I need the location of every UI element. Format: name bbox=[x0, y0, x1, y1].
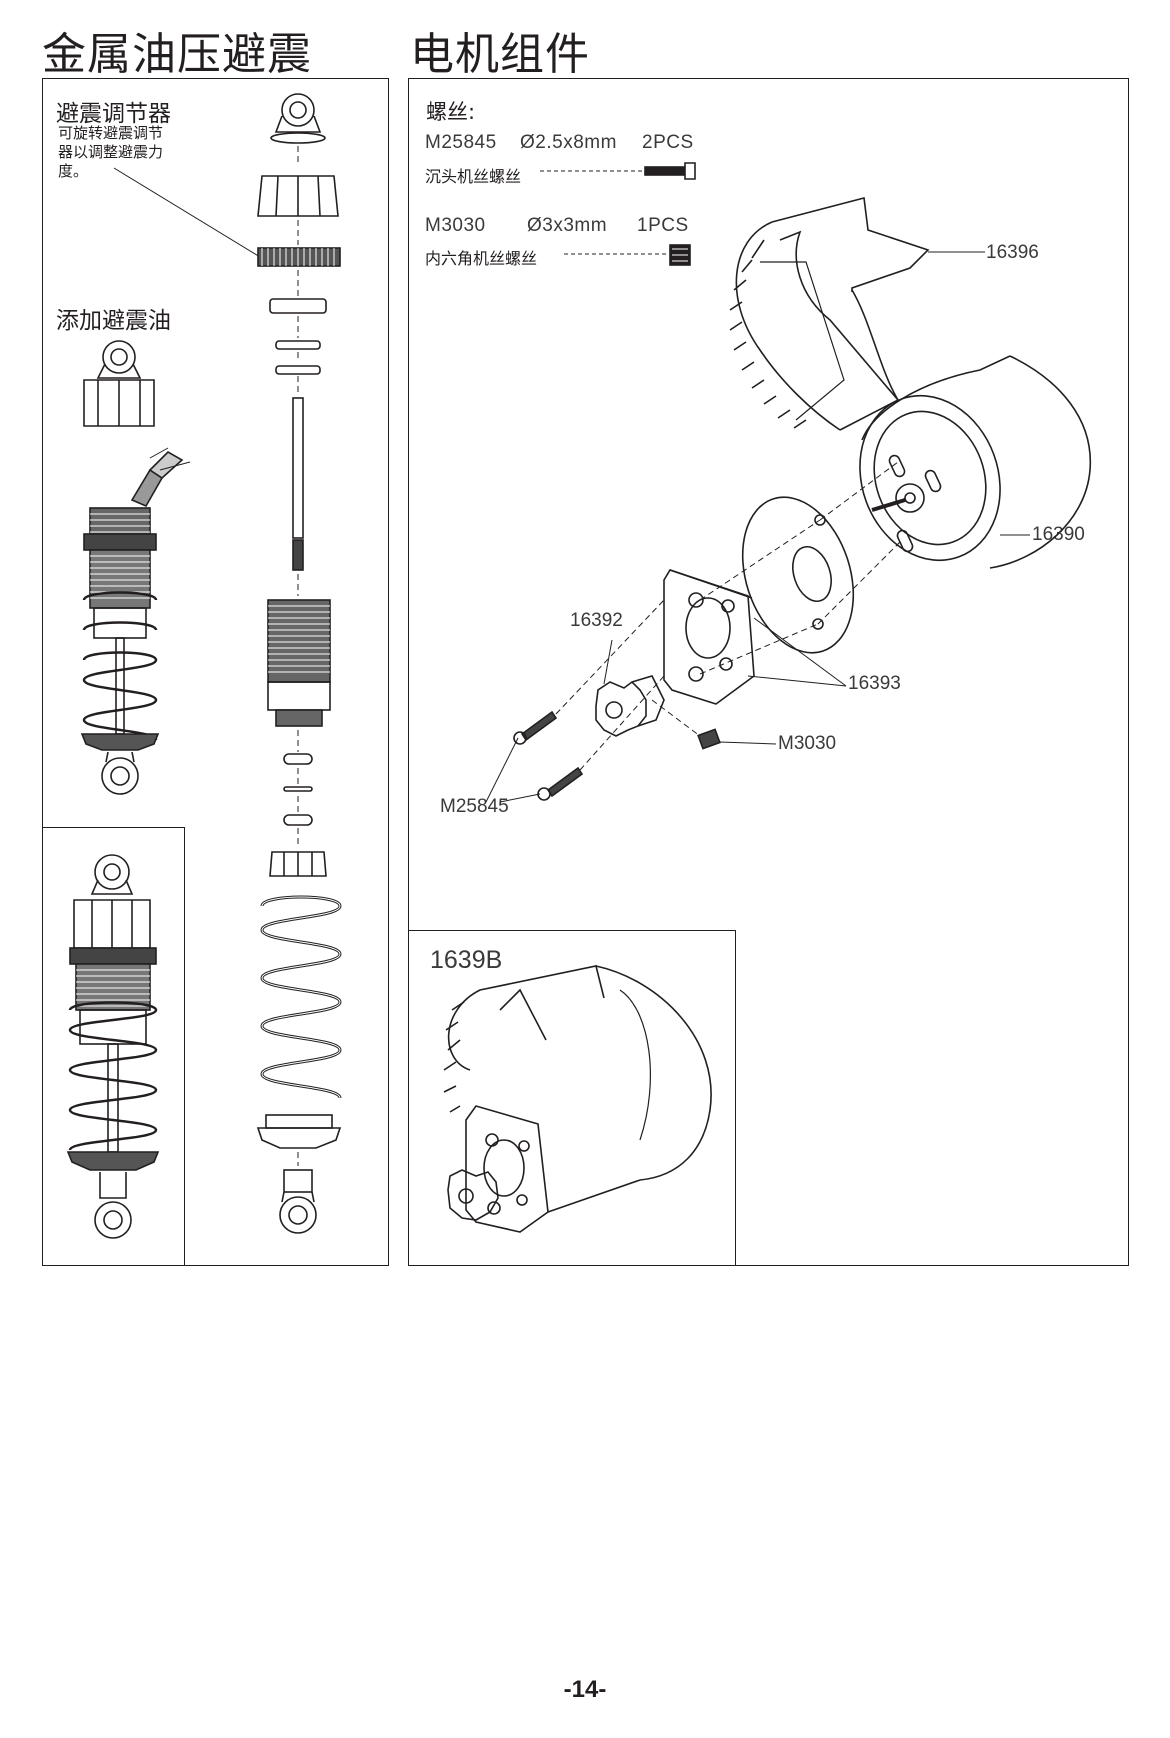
screw-1-qty: 2PCS bbox=[642, 132, 694, 153]
screw-2-code: M3030 bbox=[425, 215, 486, 236]
page-number: -14- bbox=[563, 1676, 607, 1703]
motor-mount bbox=[663, 569, 847, 705]
shock-panel bbox=[42, 78, 389, 1266]
heatsink bbox=[729, 196, 985, 431]
motor-panel bbox=[408, 78, 1129, 1266]
add-oil-heading: 添加避震油 bbox=[56, 308, 171, 334]
set-screw bbox=[697, 728, 777, 750]
adjuster-desc-line-3: 度。 bbox=[58, 162, 89, 180]
callout-pinion: 16392 bbox=[570, 610, 623, 631]
screw-2-size: Ø3x3mm bbox=[527, 215, 608, 236]
set-screw-legend-icon bbox=[564, 244, 691, 266]
shock-section-title: 金属油压避震 bbox=[42, 29, 312, 80]
motor-section-title: 电机组件 bbox=[410, 29, 590, 80]
callout-countersunk-screws: M25845 bbox=[440, 796, 509, 817]
callout-set-screw: M3030 bbox=[778, 733, 837, 754]
alignment-lines bbox=[555, 461, 903, 771]
adjuster-heading: 避震调节器 bbox=[56, 101, 171, 127]
adjuster-leader-line bbox=[113, 167, 261, 258]
adjuster-desc-line-1: 可旋转避震调节 bbox=[58, 124, 164, 142]
pinion bbox=[595, 639, 665, 737]
assembled-shock bbox=[66, 854, 160, 1239]
exploded-shock bbox=[256, 93, 342, 1234]
screws-heading: 螺丝: bbox=[426, 100, 476, 124]
motor-assembly-inset bbox=[408, 930, 736, 1266]
assembled-motor bbox=[443, 965, 712, 1233]
adjuster-desc-line-2: 器以调整避震力 bbox=[58, 143, 164, 161]
oil-fill-illustration bbox=[80, 340, 191, 795]
countersunk-screws bbox=[485, 710, 584, 803]
screw-1-size: Ø2.5x8mm bbox=[520, 132, 617, 153]
motor bbox=[859, 355, 1092, 569]
countersunk-screw-legend-icon bbox=[540, 162, 696, 180]
screw-1-name: 沉头机丝螺丝 bbox=[425, 167, 522, 186]
callout-mount: 16393 bbox=[848, 673, 901, 694]
callout-heatsink: 16396 bbox=[986, 242, 1039, 263]
motor-plate bbox=[741, 496, 855, 654]
assembled-shock-inset bbox=[42, 827, 185, 1266]
screw-2-name: 内六角机丝螺丝 bbox=[425, 249, 538, 268]
adjuster-description: 可旋转避震调节 器以调整避震力 度。 bbox=[58, 124, 163, 181]
assembly-label: 1639B bbox=[430, 946, 503, 974]
screw-1-code: M25845 bbox=[425, 132, 497, 153]
screw-2-qty: 1PCS bbox=[637, 215, 689, 236]
